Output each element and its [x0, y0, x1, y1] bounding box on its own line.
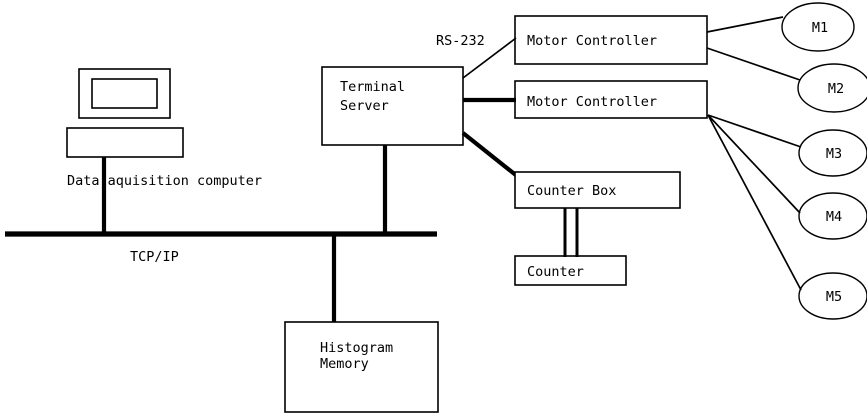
counter-box	[514, 255, 627, 286]
terminal-server-label-line1: Terminal	[340, 79, 405, 95]
histogram-memory-label-line1: Histogram	[320, 340, 393, 356]
link-mc1-to-m2	[706, 47, 801, 81]
bus-label: TCP/IP	[130, 249, 179, 265]
motor-m3-ellipse	[798, 129, 867, 177]
link-mc1-to-m1	[706, 16, 784, 33]
motor-m2-ellipse	[797, 63, 867, 113]
keyboard-body	[66, 127, 184, 158]
counter-label: Counter	[527, 264, 584, 280]
counter-box-box	[514, 171, 681, 209]
histogram-memory-box	[284, 321, 439, 413]
motor-controller-1-label: Motor Controller	[527, 33, 657, 49]
counter-box-label: Counter Box	[527, 183, 616, 199]
motor-m3-label: M3	[826, 146, 842, 162]
motor-controller-2-label: Motor Controller	[527, 94, 657, 110]
motor-m4-label: M4	[826, 209, 842, 225]
motor-m5-label: M5	[826, 289, 842, 305]
serial-label: RS-232	[436, 33, 485, 49]
motor-m1-ellipse	[781, 2, 855, 52]
motor-m2-label: M2	[828, 81, 844, 97]
link-mc2-to-m4	[707, 114, 801, 214]
link-terminal-server-to-counter-box	[461, 131, 519, 178]
monitor-screen	[91, 78, 158, 109]
computer-caption: Data aquisition computer	[67, 173, 262, 189]
terminal-server-label-line2: Server	[340, 98, 389, 114]
link-mc2-to-m3	[707, 114, 802, 148]
terminal-server-box	[321, 66, 464, 146]
histogram-memory-label-line2: Memory	[320, 356, 369, 372]
motor-m4-ellipse	[798, 192, 867, 240]
motor-m5-ellipse	[798, 272, 867, 320]
motor-m1-label: M1	[812, 20, 828, 36]
link-mc2-to-m5	[707, 114, 802, 291]
motor-controller-1-box	[514, 15, 708, 65]
link-terminal-server-to-motor-controller-1	[462, 37, 517, 79]
